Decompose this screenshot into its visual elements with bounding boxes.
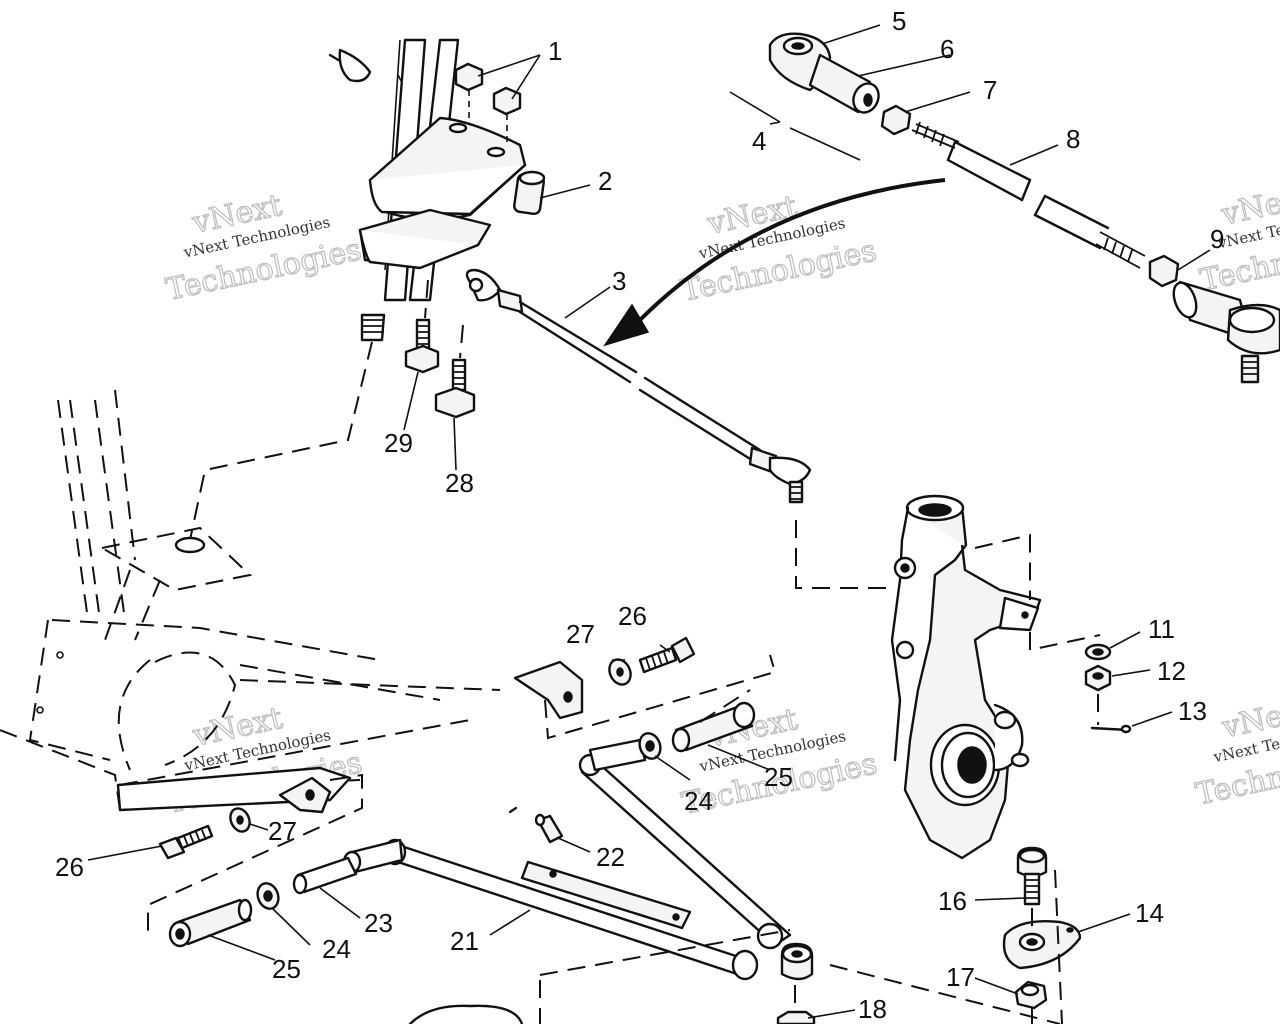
callout-1: 1: [548, 36, 562, 66]
callout-5: 5: [892, 6, 906, 36]
callout-17: 17: [946, 962, 975, 992]
watermark-top-center: vNext vNext Technologies Technologies: [678, 188, 881, 309]
callout-29: 29: [384, 428, 413, 458]
callout-28: 28: [445, 468, 474, 498]
tie-rod-end-right: [1172, 280, 1280, 384]
nut-1a: [454, 62, 484, 120]
callout-11: 11: [1148, 614, 1175, 644]
callout-7: 7: [983, 75, 997, 105]
callout-23: 23: [364, 908, 393, 938]
callout-27-upper: 27: [566, 619, 595, 649]
tie-rod-left: [465, 268, 892, 589]
cotter-pin-13: [1090, 694, 1132, 734]
callout-6: 6: [940, 34, 954, 64]
callout-9: 9: [1210, 224, 1224, 254]
nut-17: [1014, 980, 1048, 1024]
callout-labels: 1 2 3 4 5 6 7 8 9 11 12 13 14 16 17 18 2…: [55, 6, 1224, 1024]
callout-24-upper: 24: [684, 786, 713, 816]
bolt-26-upper: [638, 636, 696, 674]
callout-21: 21: [450, 926, 479, 956]
a-arm: [342, 738, 792, 981]
washer-27-lower: [229, 807, 251, 833]
callout-26-lower: 26: [55, 852, 84, 882]
bolt-16: [1016, 846, 1048, 906]
post-lower-end: [189, 313, 386, 541]
bolt-28: [434, 324, 476, 419]
a-arm-bracket-upper: [513, 654, 777, 740]
tie-rod-sleeve-6: [808, 53, 880, 114]
steering-knuckle: [890, 494, 1101, 860]
pivot-shaft-23: [292, 856, 358, 895]
watermark-right-top: vNext vNext Technologies Technologies: [1196, 179, 1280, 299]
washer-11: [1084, 643, 1112, 661]
callout-3: 3: [612, 266, 626, 296]
callout-14: 14: [1135, 898, 1164, 928]
jam-nut-7: [880, 104, 912, 136]
leader-lines: [87, 24, 1211, 1019]
callout-4: 4: [752, 126, 766, 156]
tie-rod-8: [911, 121, 1146, 269]
nut-1b: [492, 86, 522, 145]
castle-nut-12: [1084, 664, 1112, 692]
callout-25-lower: 25: [272, 954, 301, 984]
grease-fitting-22: [534, 813, 564, 844]
callout-8: 8: [1066, 124, 1080, 154]
callout-26-upper: 26: [618, 601, 647, 631]
washer-27-upper: [608, 658, 632, 686]
plate-14: [1002, 908, 1082, 970]
callout-22: 22: [596, 842, 625, 872]
callout-18: 18: [858, 994, 887, 1024]
bushing-25-upper: [671, 689, 756, 753]
callout-13: 13: [1178, 696, 1207, 726]
bracket-4: [729, 91, 861, 161]
washer-24-upper: [638, 732, 662, 760]
callout-27-lower: 27: [268, 816, 297, 846]
washer-24-lower: [256, 882, 280, 910]
steering-arm: [358, 116, 546, 270]
jam-nut-9: [1148, 254, 1180, 288]
callout-2: 2: [598, 166, 612, 196]
callout-16: 16: [938, 886, 967, 916]
watermark-top-left: vNext vNext Technologies Technologies: [162, 187, 365, 308]
callout-24-lower: 24: [322, 934, 351, 964]
bolt-26-lower: [158, 824, 214, 860]
callout-12: 12: [1157, 656, 1186, 686]
callout-25-upper: 25: [764, 762, 793, 792]
ball-joint-lower: [776, 942, 816, 1024]
bushing-25-lower: [168, 898, 253, 948]
bolt-29: [404, 279, 440, 374]
assembly-lines-lower: [408, 869, 1063, 1024]
direction-arrow: [603, 178, 946, 347]
a-arm-bracket-lower: [147, 773, 363, 935]
